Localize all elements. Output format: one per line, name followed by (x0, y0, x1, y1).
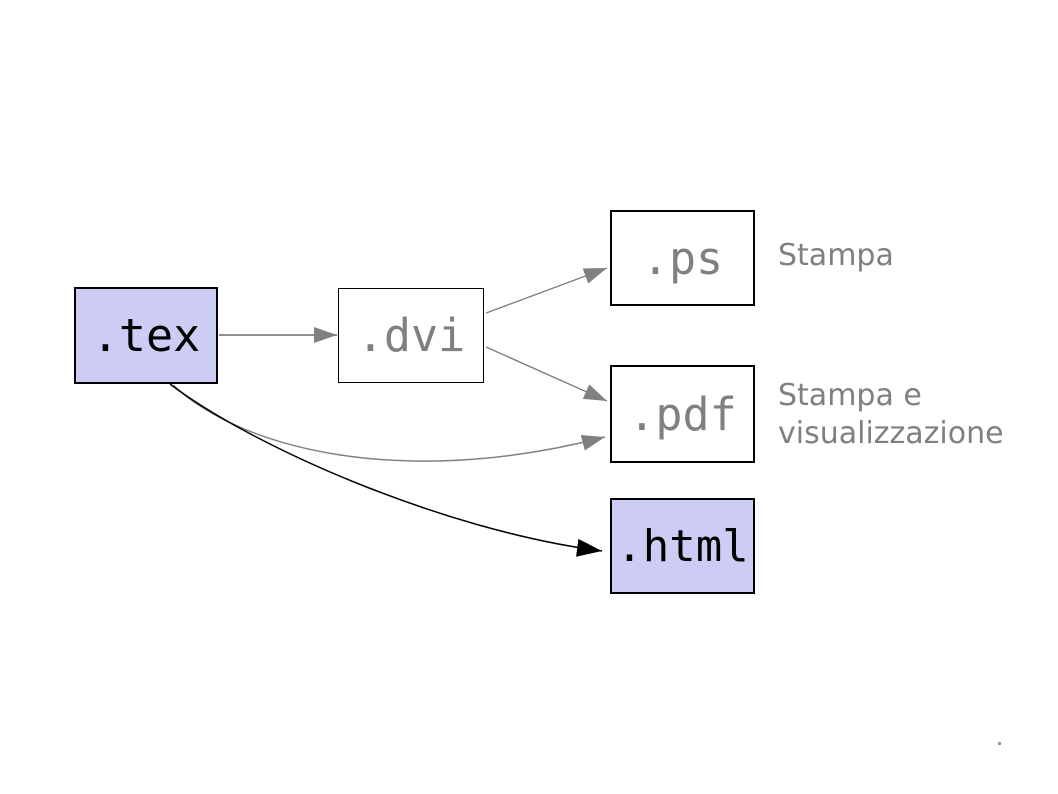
node-tex-label: .tex (91, 309, 201, 362)
node-pdf: .pdf (610, 365, 755, 463)
arrow-dvi-to-ps (485, 267, 608, 314)
node-ps-label: .ps (641, 231, 724, 285)
node-dvi-label: .dvi (356, 309, 466, 362)
node-html-label: .html (616, 520, 749, 572)
node-html: .html (610, 498, 755, 594)
annotation-stampa-text: Stampa (778, 238, 894, 273)
annotation-pdf-line2: visualizzazione (778, 416, 1004, 451)
annotation-pdf-line1: Stampa e (778, 378, 922, 413)
node-pdf-label: .pdf (628, 387, 737, 441)
annotation-stampa: Stampa (778, 237, 894, 275)
annotation-stampa-e-visualizzazione: Stampa e visualizzazione (778, 377, 1004, 453)
arrow-tex-to-html (169, 383, 603, 557)
arrow-tex-to-pdf (172, 384, 606, 462)
arrow-dvi-to-pdf (485, 346, 608, 402)
artifact-dot (998, 742, 1001, 745)
node-tex: .tex (74, 287, 218, 384)
node-dvi: .dvi (338, 288, 484, 383)
node-ps: .ps (610, 210, 755, 306)
